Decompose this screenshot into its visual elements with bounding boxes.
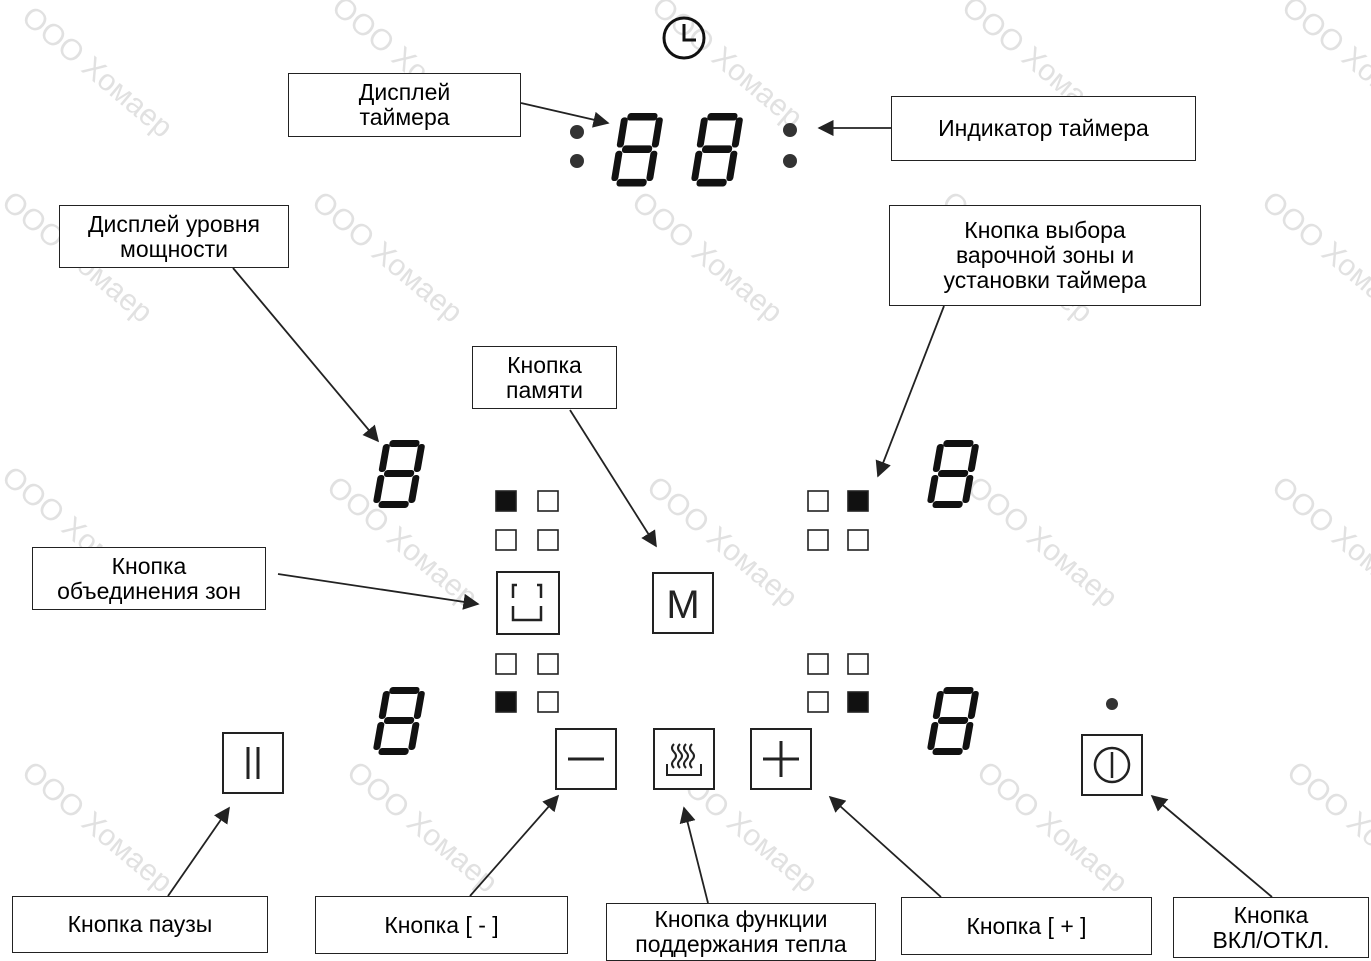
plus-button[interactable] — [750, 728, 812, 790]
callout-power-display: Дисплей уровня мощности — [59, 205, 289, 268]
power-indicator-dot — [1106, 698, 1118, 710]
arrow-timer-display — [520, 102, 610, 128]
callout-minus-button: Кнопка [ - ] — [315, 896, 568, 954]
timer-indicator-dot — [783, 154, 797, 168]
power-display-front-right — [926, 687, 980, 755]
zone-bridge-icon — [511, 583, 543, 622]
power-icon — [1093, 746, 1131, 784]
watermark: ООО Хомаер — [306, 185, 469, 329]
zone-select-button-top-left[interactable] — [495, 490, 559, 551]
arrow-plus — [828, 795, 942, 898]
memory-button-label: M — [666, 583, 699, 627]
keep-warm-button[interactable] — [653, 728, 715, 790]
callout-power-button: Кнопка ВКЛ/ОТКЛ. — [1173, 897, 1369, 958]
arrow-memory — [569, 409, 657, 548]
watermark: ООО Хомаер — [1276, 0, 1371, 135]
watermark: ООО Хомаер — [1256, 185, 1371, 329]
arrow-minus — [469, 794, 560, 897]
watermark: ООО Хомаер — [16, 755, 179, 899]
timer-display — [570, 113, 797, 187]
arrow-pause — [167, 806, 230, 897]
callout-timer-display: Дисплей таймера — [288, 73, 521, 137]
watermark: ООО Хомаер — [16, 0, 179, 144]
arrow-bridge — [277, 573, 480, 610]
arrow-zone-select — [875, 305, 945, 478]
clock-icon — [662, 16, 706, 60]
callout-plus-button: Кнопка [ + ] — [901, 897, 1152, 955]
zone-select-button-bottom-right[interactable] — [807, 653, 869, 713]
keep-warm-icon — [666, 743, 702, 776]
callout-arrows — [167, 102, 1273, 904]
callout-pause-button: Кнопка паузы — [12, 896, 268, 953]
zone-select-button-top-right[interactable] — [807, 490, 869, 551]
zone-select-button-bottom-left[interactable] — [495, 653, 559, 713]
callout-zone-select-button: Кнопка выбора варочной зоны и установки … — [889, 205, 1201, 306]
power-display-rear-left — [372, 687, 426, 755]
arrow-power-display — [232, 267, 380, 443]
plus-icon — [763, 741, 799, 777]
callout-keep-warm-button: Кнопка функции поддержания тепла — [606, 903, 876, 961]
watermark: ООО Хомаер — [1266, 470, 1371, 614]
power-button[interactable] — [1081, 734, 1143, 796]
pause-button[interactable] — [222, 732, 284, 794]
arrow-power — [1150, 794, 1273, 898]
memory-button[interactable]: M — [652, 572, 714, 634]
timer-indicator-dot — [783, 123, 797, 137]
watermark: ООО Хомаер — [961, 470, 1124, 614]
callout-timer-indicator: Индикатор таймера — [891, 96, 1196, 161]
arrow-keep-warm — [679, 806, 709, 904]
watermark: ООО Хомаер — [1281, 755, 1371, 899]
power-display-front-left — [372, 440, 426, 508]
pause-icon — [246, 747, 260, 779]
minus-button[interactable] — [555, 728, 617, 790]
callout-memory-button: Кнопка памяти — [472, 346, 617, 409]
zone-bridge-button[interactable] — [496, 571, 560, 635]
watermark: ООО Хомаер — [626, 185, 789, 329]
watermark: ООО Хомаер — [341, 755, 504, 899]
callout-bridge-button: Кнопка объединения зон — [32, 547, 266, 610]
